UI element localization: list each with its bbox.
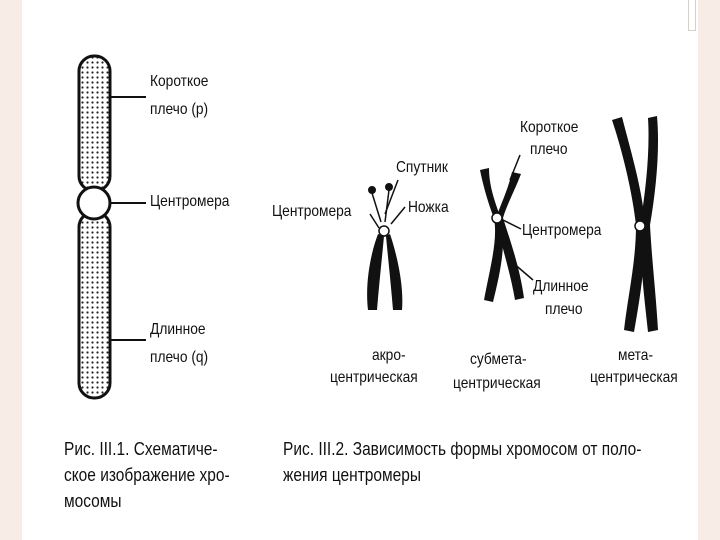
long-arm-label-line1: Длинное [150, 320, 206, 339]
figure1-caption-line2: ское изображение хро- [64, 463, 230, 487]
centromere-label: Центромера [150, 192, 229, 211]
long-arm-label-line2: плечо (q) [150, 348, 208, 367]
long-arm-q [79, 212, 110, 398]
stalk-label: Ножка [408, 198, 449, 217]
acrocentric-chromosome [367, 184, 402, 311]
short-arm-p [79, 56, 110, 191]
submeta-short-arm-label-line1: Короткое [520, 118, 578, 137]
figure2-caption-line2: жения центромеры [283, 463, 421, 487]
submeta-type-line1: субмета- [470, 350, 527, 369]
submetacentric-chromosome [480, 168, 524, 302]
submeta-centromere [492, 213, 502, 223]
submeta-long-arm-label-line2: плечо [545, 300, 583, 319]
metacentric-chromosome [612, 116, 658, 332]
acro-type-line1: акро- [372, 346, 406, 365]
figure1-caption-line3: мосомы [64, 489, 122, 513]
figure2-caption-line1: Рис. III.2. Зависимость формы хромосом о… [283, 437, 641, 461]
meta-type-line2: центрическая [590, 368, 678, 387]
acro-centromere [379, 226, 389, 236]
figure1-leader-lines [110, 97, 146, 340]
schematic-chromosome [78, 56, 110, 398]
satellite-left [369, 187, 376, 194]
centromere-circle [78, 187, 110, 219]
acro-chromatid-right [386, 234, 402, 310]
satellite-right [386, 184, 393, 191]
submeta-type-line2: центрическая [453, 374, 541, 393]
meta-type-line1: мета- [618, 346, 653, 365]
submeta-short-arm-label-line2: плечо [530, 140, 568, 159]
meta-centromere [635, 221, 645, 231]
short-arm-label-line2: плечо (р) [150, 100, 208, 119]
satellite-label: Спутник [396, 158, 448, 177]
acro-chromatid-left [367, 234, 384, 310]
short-arm-label-line1: Короткое [150, 72, 208, 91]
acro-type-line2: центрическая [330, 368, 418, 387]
submeta-centromere-label: Центромера [522, 221, 601, 240]
submeta-long-arm-label-line1: Длинное [533, 277, 589, 296]
figure1-caption-line1: Рис. III.1. Схематиче- [64, 437, 218, 461]
acro-centromere-label: Центромера [272, 202, 351, 221]
submeta-chromatid-b [496, 172, 524, 300]
